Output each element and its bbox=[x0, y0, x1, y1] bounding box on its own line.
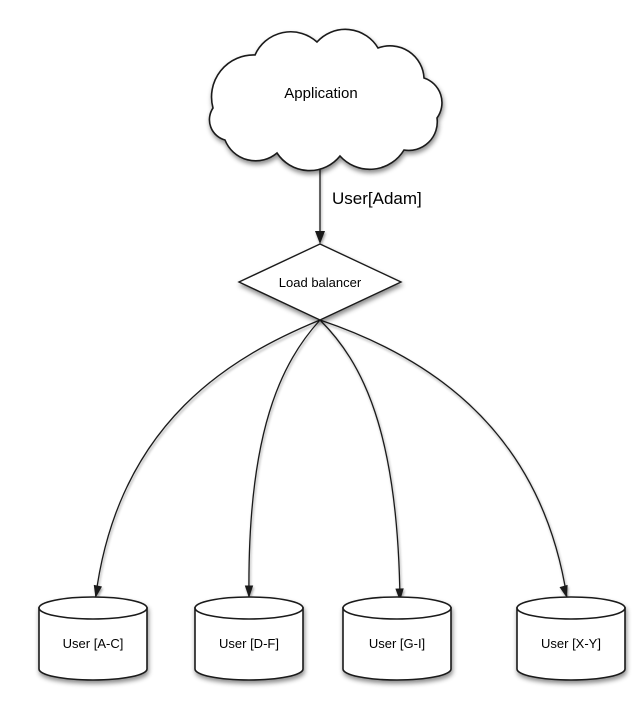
cylinder-body-shard-3 bbox=[342, 607, 452, 681]
node-load-balancer-label: Load balancer bbox=[279, 275, 362, 290]
cylinder-top-shard-4 bbox=[516, 596, 626, 620]
cylinder-body-shard-4 bbox=[516, 607, 626, 681]
node-shard-3: User [G-I] bbox=[342, 596, 452, 681]
node-application: Application bbox=[208, 28, 443, 172]
edge-lb-to-shard-4 bbox=[319, 319, 568, 599]
node-application-label: Application bbox=[284, 85, 357, 102]
node-shard-4: User [X-Y] bbox=[516, 596, 626, 681]
cylinder-body-shard-2 bbox=[194, 607, 304, 681]
arrowhead-shard-2-icon bbox=[244, 585, 254, 598]
edge-lb-to-shard-3 bbox=[319, 319, 401, 602]
cylinder-top-shard-1 bbox=[38, 596, 148, 620]
node-shard-4-label: User [X-Y] bbox=[541, 636, 601, 651]
cylinder-top-shard-3 bbox=[342, 596, 452, 620]
node-shard-1-label: User [A-C] bbox=[63, 636, 124, 651]
edge-lb-to-shard-1 bbox=[94, 319, 321, 599]
edge-lb-to-shard-2 bbox=[248, 319, 321, 599]
node-load-balancer: Load balancer bbox=[237, 243, 403, 321]
diamond-shape bbox=[237, 243, 403, 321]
arrowhead-shard-1-icon bbox=[93, 584, 103, 598]
edges bbox=[93, 158, 568, 602]
node-shard-3-label: User [G-I] bbox=[369, 636, 425, 651]
node-shard-2: User [D-F] bbox=[194, 596, 304, 681]
cloud-shape bbox=[208, 28, 443, 172]
arrowhead-shard-4-icon bbox=[559, 584, 568, 598]
node-shard-2-label: User [D-F] bbox=[219, 636, 279, 651]
edge-label-user-adam: User[Adam] bbox=[332, 189, 422, 208]
node-shard-1: User [A-C] bbox=[38, 596, 148, 681]
cylinder-body-shard-1 bbox=[38, 607, 148, 681]
arrowhead-app-to-lb-icon bbox=[315, 231, 325, 244]
cylinder-top-shard-2 bbox=[194, 596, 304, 620]
arrowhead-shard-3-icon bbox=[395, 588, 404, 601]
